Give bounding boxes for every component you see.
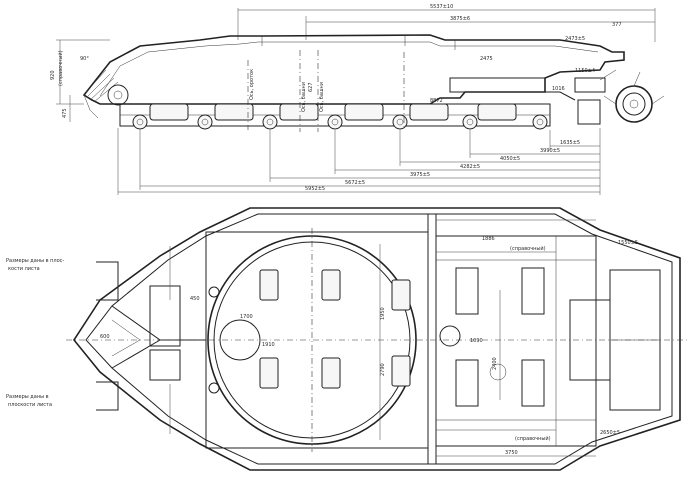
- dim-stack-4: 4282±5: [460, 164, 480, 170]
- centerline-label-3: Ось, башни: [319, 82, 325, 112]
- plan-dim-10: 2400: [492, 357, 498, 370]
- plan-dim-1: 1886: [482, 236, 495, 242]
- plan-note-bottom-2: плоскости листа: [8, 402, 52, 408]
- plan-dim-5: 2790: [380, 363, 386, 376]
- side-elevation: [56, 8, 665, 195]
- plan-dim-7: 1090: [470, 338, 483, 344]
- plan-dim-6: 1550±5: [618, 240, 638, 246]
- dim-stack-6: 5672±5: [345, 180, 365, 186]
- dim-rear-1: 377: [612, 22, 622, 28]
- seats: [259, 269, 411, 389]
- plan-dim-9: 450: [190, 296, 200, 302]
- plan-note-top: Размеры даны в плос-: [6, 258, 64, 264]
- centerline-label-2: Ось, башни: [301, 82, 307, 112]
- side-dimension-labels: 5537±10 3875±6 2475 2473±5 377 1150±4 16…: [50, 4, 622, 192]
- dim-rear-2: 1150±4: [575, 68, 595, 74]
- hull-side-outline: [82, 34, 625, 105]
- plan-dim-2: 1700: [240, 314, 253, 320]
- plan-dim-3: 1910: [262, 342, 275, 348]
- dim-stack-5: 3975±5: [410, 172, 430, 178]
- dim-misc-1: 8872: [430, 98, 443, 104]
- dim-hull-upper: 3875±6: [450, 16, 470, 22]
- dim-stack-3: 4050±5: [500, 156, 520, 162]
- plan-dim-12: 3750: [505, 450, 518, 456]
- dim-stack-2: 3990±5: [540, 148, 560, 154]
- plan-ref-1: (справочный): [510, 245, 546, 252]
- idler-wheel-icon: [107, 84, 129, 106]
- plan-dimension-labels: Размеры даны в плос- кости листа Размеры…: [6, 236, 638, 456]
- turret-ring: [207, 235, 417, 445]
- hatch-circle: [219, 319, 261, 361]
- dim-height-1: 920: [50, 70, 56, 80]
- dim-angle: 90°: [80, 56, 89, 62]
- dim-height-3: 627: [308, 82, 314, 92]
- hull-plan-outline: [73, 207, 681, 471]
- plan-view: [66, 207, 688, 471]
- dim-deck-2: 2473±5: [565, 36, 585, 42]
- plan-dim-4: 1950: [380, 307, 386, 320]
- plan-note-bottom: Размеры даны в: [6, 394, 49, 400]
- dim-height-2: 475: [62, 108, 68, 118]
- road-wheels: [132, 114, 548, 130]
- dim-stack-7: 5952±5: [305, 186, 325, 192]
- note-ref-1: (справочный): [57, 50, 64, 86]
- dim-misc-2: 1016: [552, 86, 565, 92]
- dim-deck-1: 2475: [480, 56, 493, 62]
- dim-overall-length: 5537±10: [430, 4, 453, 10]
- plan-ref-2: (справочный): [515, 435, 551, 442]
- dim-stack-1: 1635±5: [560, 140, 580, 146]
- plan-dim-8: 600: [100, 334, 110, 340]
- drive-sprocket-icon: [615, 85, 653, 123]
- suspension-units: [149, 103, 517, 121]
- centerline-label-1: Ось, ороток: [249, 69, 255, 100]
- plan-dim-11: 2650±5: [600, 430, 620, 436]
- plan-note-top-2: кости листа: [8, 266, 40, 272]
